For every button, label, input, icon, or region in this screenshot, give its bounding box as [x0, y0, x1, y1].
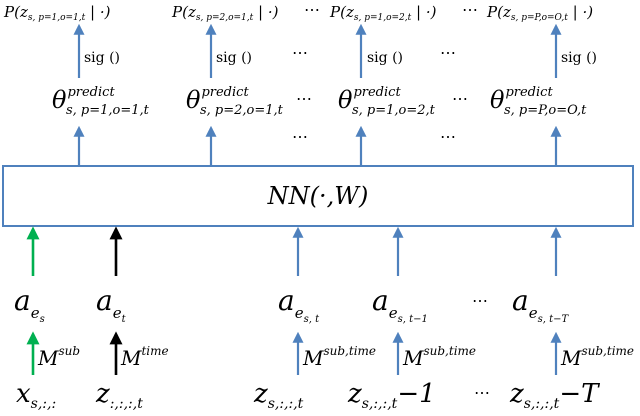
sig-arrows: [73, 23, 562, 78]
output-prob-2: P(zs, p=2,o=1,t | ·): [171, 3, 279, 23]
matrix-subtime-1: Msub,time: [302, 344, 376, 370]
embedding-1: aes: [14, 284, 45, 325]
matrix-subtime-3: Msub,time: [560, 344, 634, 370]
ellipsis-top-1: ⋯: [304, 0, 320, 19]
input-row: xs,:,: z:,:,:,t zs,:,:,t zs,:,:,t−1 ⋯ zs…: [16, 379, 600, 412]
nn-box: [2, 165, 634, 227]
nn-label: NN(·,W): [267, 182, 369, 210]
ellipsis-sig-2: ⋯: [440, 43, 456, 62]
output-probability-row: P(zs, p=1,o=1,t | ·) P(zs, p=2,o=1,t | ·…: [3, 0, 593, 23]
matrix-time: Mtime: [120, 344, 169, 370]
ellipsis-theta-2: ⋯: [452, 89, 468, 108]
ellipsis-input: ⋯: [474, 383, 490, 402]
embedding-2: aet: [96, 284, 127, 325]
matrix-sub: Msub: [37, 344, 80, 370]
ellipsis-mid-1: ⋯: [292, 127, 308, 146]
embedding-row: aes aet aes, t aes, t−1 ⋯ aes, t−T: [14, 284, 569, 325]
sig-label-1: sig (): [84, 50, 120, 66]
input-z-t-minus-T: zs,:,:,t−T: [509, 379, 600, 412]
ellipsis-top-2: ⋯: [462, 0, 478, 19]
embedding-to-nn-arrows: [26, 226, 562, 276]
ellipsis-mid-2: ⋯: [440, 127, 456, 146]
input-z-t-minus-1: zs,:,:,t−1: [347, 379, 436, 412]
sig-label-4: sig (): [561, 50, 597, 66]
nn-block: NN(·,W): [2, 165, 634, 227]
output-prob-3: P(zs, p=1,o=2,t | ·): [329, 3, 437, 23]
sig-label-2: sig (): [216, 50, 252, 66]
output-prob-4: P(zs, p=P,o=O,t | ·): [486, 3, 593, 23]
ellipsis-theta-1: ⋯: [296, 89, 312, 108]
sig-labels: sig () sig () ⋯ sig () ⋯ sig (): [84, 43, 597, 66]
ellipsis-embed: ⋯: [472, 291, 488, 310]
matrix-labels: Msub Mtime Msub,time Msub,time Msub,time: [37, 344, 634, 370]
input-to-embedding-arrows: [26, 331, 562, 375]
matrix-subtime-2: Msub,time: [402, 344, 476, 370]
nn-to-theta-arrows: [73, 125, 562, 165]
embedding-3: aes, t: [278, 284, 320, 325]
sig-label-3: sig (): [367, 50, 403, 66]
embedding-5: aes, t−T: [512, 284, 569, 325]
input-x: xs,:,:: [16, 379, 56, 412]
ellipsis-sig-1: ⋯: [292, 43, 308, 62]
input-z-t: zs,:,:,t: [253, 379, 304, 412]
output-prob-1: P(zs, p=1,o=1,t | ·): [3, 3, 111, 23]
embedding-4: aes, t−1: [372, 284, 428, 325]
input-z-time: z:,:,:,t: [95, 379, 143, 412]
